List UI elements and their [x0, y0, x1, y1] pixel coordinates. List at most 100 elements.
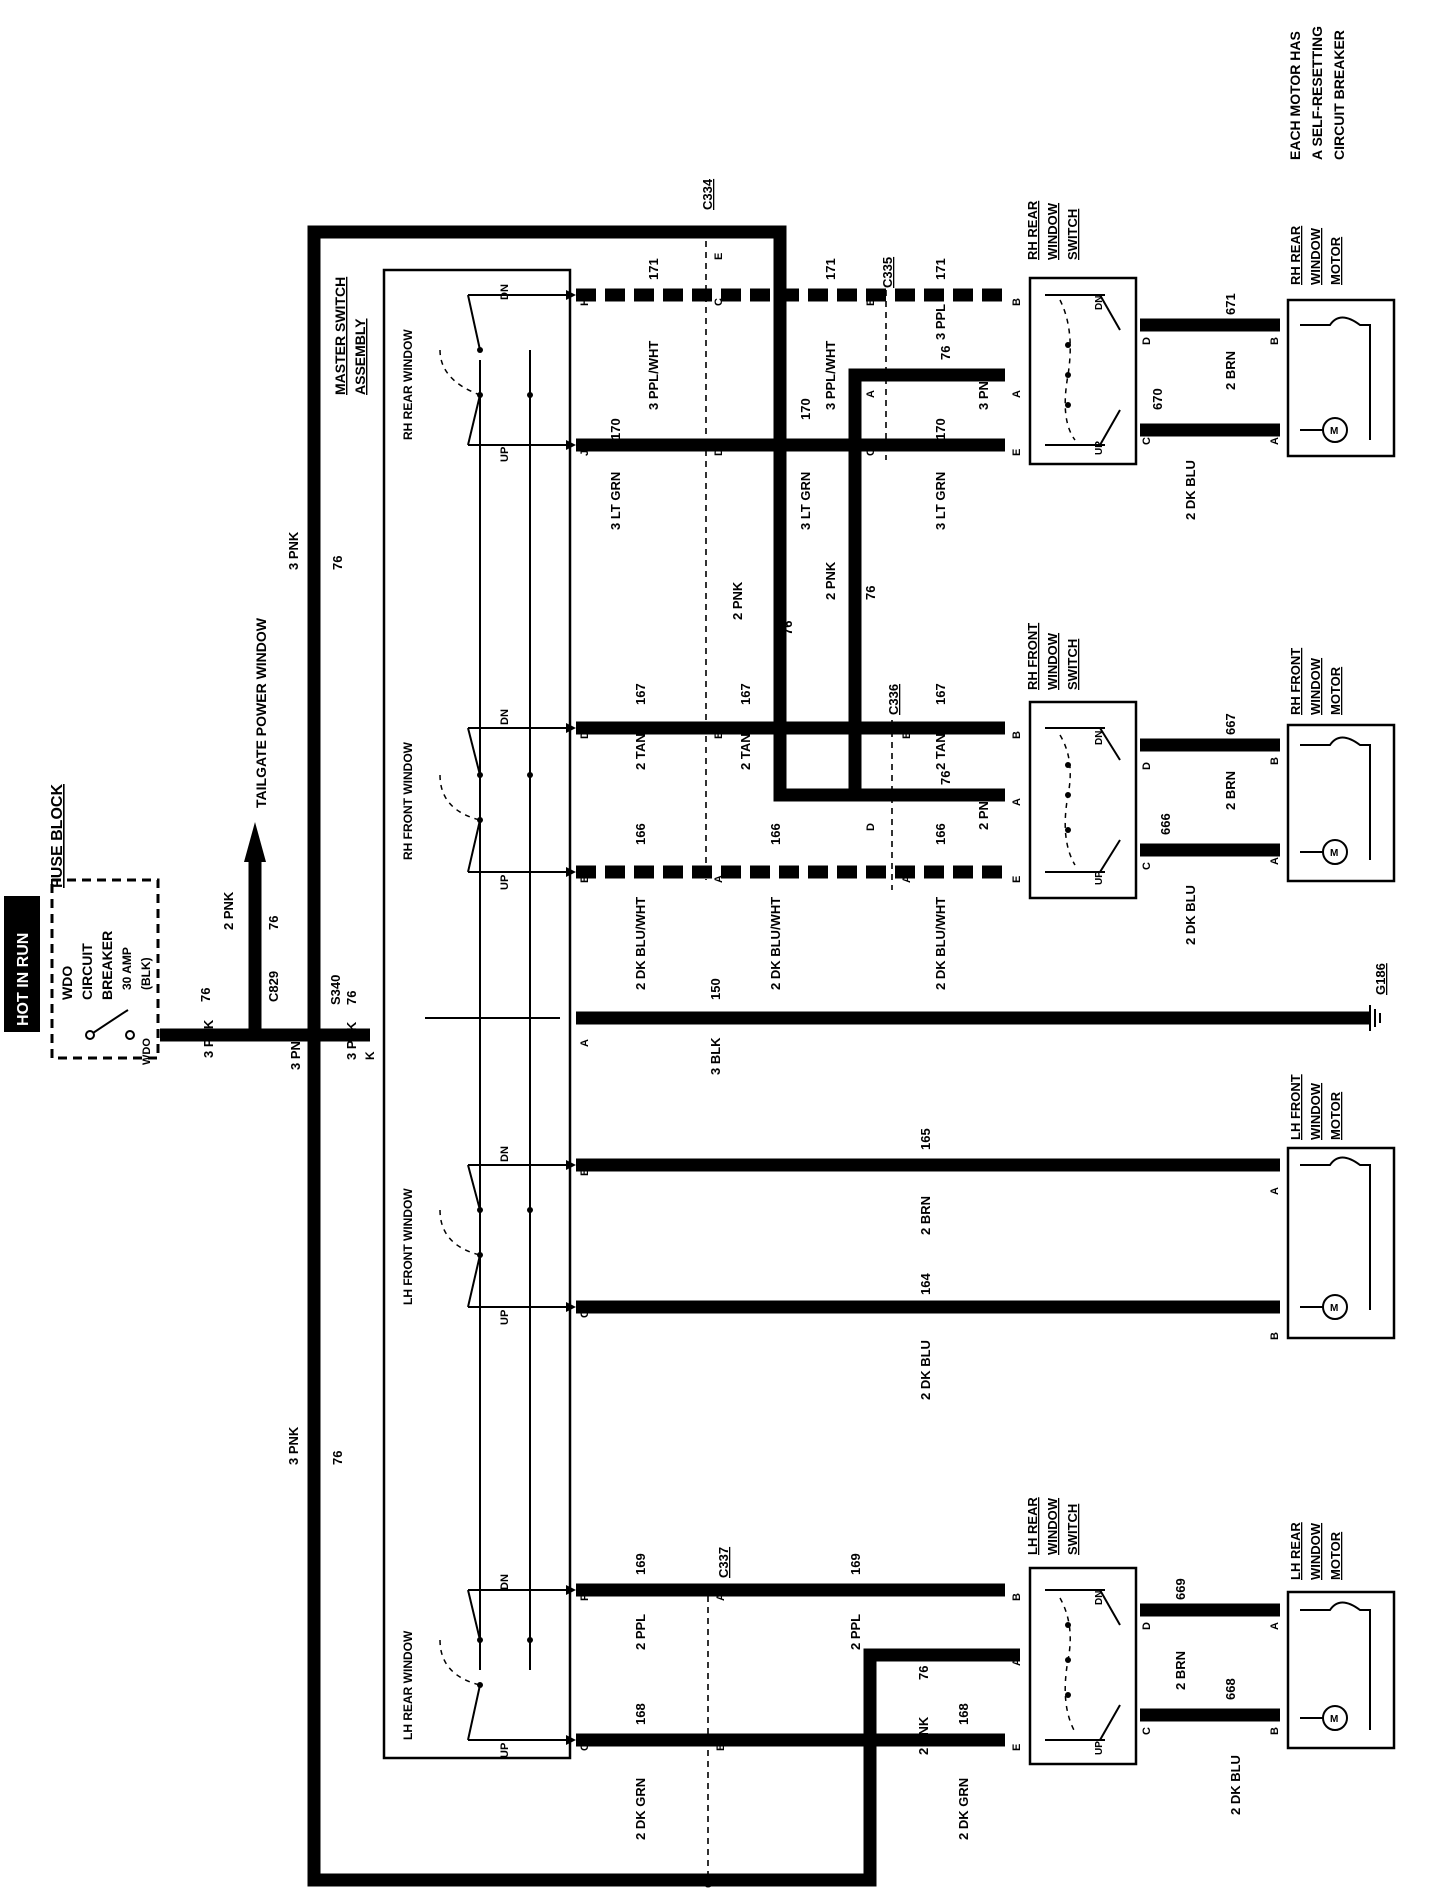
wire-170-color: 3 LT GRN [798, 472, 813, 530]
rh-front-switch-pin-a: A [1011, 798, 1023, 806]
wire-166-label: 166 [768, 823, 783, 845]
loop-wire-circuit-upper: 76 [330, 556, 345, 570]
svg-text:DN: DN [499, 709, 511, 725]
svg-text:UP: UP [499, 447, 511, 462]
ground-icon [1369, 1005, 1381, 1031]
breaker-label-circuit: CIRCUIT [79, 943, 95, 1000]
rh-rear-motor-pin-a: A [1269, 437, 1281, 445]
feed-wire-label: 3 PNK [201, 1019, 216, 1058]
hot-in-run-label: HOT IN RUN [15, 933, 32, 1026]
wire-169-label: 169 [848, 1553, 863, 1575]
c334-pin-c: C [713, 298, 725, 306]
wire-668-label: 668 [1223, 1678, 1238, 1700]
wire-165-color: 2 BRN [918, 1196, 933, 1235]
wire-668-color: 2 DK BLU [1228, 1755, 1243, 1815]
wire-150-color: 3 BLK [708, 1037, 723, 1075]
wire-168-color: 2 DK GRN [633, 1778, 648, 1840]
svg-text:DN: DN [499, 284, 511, 300]
section-rh-front: RH FRONT WINDOW [401, 741, 415, 860]
rh-rear-feed-circuit: 76 [863, 586, 878, 600]
note-line-1: EACH MOTOR HAS [1287, 31, 1303, 160]
wire-168-color: 2 DK GRN [956, 1778, 971, 1840]
pin-g: G [579, 1742, 591, 1751]
c336-pin-a: A [901, 875, 913, 883]
lh-rear-motor-title: MOTOR [1328, 1531, 1343, 1580]
rh-rear-switch-pin-a: A [1011, 390, 1023, 398]
svg-text:UP: UP [1094, 441, 1105, 455]
s340-pin-k: K [363, 1051, 377, 1060]
wire-666-label: 666 [1158, 813, 1173, 835]
lh-front-motor-title: WINDOW [1308, 1082, 1323, 1140]
rh-front-window-motor: M [1286, 723, 1396, 883]
svg-text:UP: UP [499, 1743, 511, 1758]
rh-front-window-switch: DN UP [1028, 700, 1138, 900]
lh-rear-switch-title: WINDOW [1045, 1497, 1060, 1555]
rh-loop-wire-76 [307, 225, 880, 1035]
rh-front-switch-title: WINDOW [1045, 632, 1060, 690]
c334-label: C334 [700, 178, 715, 210]
note-line-3: CIRCUIT BREAKER [1331, 30, 1347, 160]
wire-166-label: 166 [633, 823, 648, 845]
c334-pin-a: A [713, 875, 725, 883]
rh-rear-switch-pin-c: C [1141, 437, 1153, 445]
wire-171-label: 171 [646, 258, 661, 280]
rh-front-feed-color: 2 PNK [976, 791, 991, 830]
wire-671-label: 671 [1223, 293, 1238, 315]
breaker-arc-icon [89, 1009, 129, 1036]
rh-rear-motor-title: WINDOW [1308, 227, 1323, 285]
lh-rear-switch-title: LH REAR [1025, 1497, 1040, 1555]
wire-170-label: 170 [608, 418, 623, 440]
breaker-label-blk: (BLK) [139, 957, 153, 990]
wire-168-label: 168 [956, 1703, 971, 1725]
master-switch-box [382, 268, 572, 1760]
c336-pin-d: D [865, 823, 877, 831]
c337-label: C337 [716, 1547, 731, 1578]
svg-text:DN: DN [499, 1574, 511, 1590]
lh-rear-switch-pin-c: C [1141, 1727, 1153, 1735]
rh-front-switch-pin-e: E [1011, 876, 1023, 883]
svg-text:M: M [1330, 848, 1338, 859]
pin-f: F [579, 1594, 591, 1601]
master-switch-title-2: ASSEMBLY [352, 318, 368, 395]
g186-label: G186 [1373, 963, 1388, 995]
wire-166-color: 2 DK BLU/WHT [933, 897, 948, 990]
breaker-terminal-icon [85, 1030, 95, 1040]
tailgate-wire-circuit: 76 [266, 916, 281, 930]
rh-front-feed-circuit: 76 [938, 771, 953, 785]
lh-front-motor-title: MOTOR [1328, 1091, 1343, 1140]
rh-rear-window-switch: DN UP [1028, 276, 1138, 466]
svg-text:DN: DN [499, 1146, 511, 1162]
lh-rear-feed-color: 2 PNK [916, 1716, 931, 1755]
wire-171-label: 171 [823, 258, 838, 280]
section-rh-rear: RH REAR WINDOW [401, 329, 415, 440]
lh-rear-window-switch: DN UP [1028, 1566, 1138, 1766]
c335-pin-c: C [865, 448, 877, 456]
breaker-label-amp: 30 AMP [120, 947, 134, 990]
wire-164-color: 2 DK BLU [918, 1340, 933, 1400]
c335-pin-b: B [865, 298, 877, 306]
rh-rear-motor-title: RH REAR [1288, 225, 1303, 285]
rh-rear-motor-title: MOTOR [1328, 236, 1343, 285]
rh-front-switch-title: RH FRONT [1025, 623, 1040, 690]
lh-front-motor-pin-b: B [1269, 1332, 1281, 1340]
wire-166-color: 2 DK BLU/WHT [768, 897, 783, 990]
lh-front-motor-title: LH FRONT [1288, 1074, 1303, 1140]
master-switch-lh-rear: DN UP [439, 1574, 576, 1758]
lh-rear-motor-title: LH REAR [1288, 1522, 1303, 1580]
wire-167-color: 2 TAN [933, 733, 948, 770]
svg-text:M: M [1330, 1714, 1338, 1725]
svg-text:UP: UP [1094, 1741, 1105, 1755]
c334-pin-d: D [713, 448, 725, 456]
c337-pin-a: A [715, 1593, 727, 1601]
wire-167-label: 167 [633, 683, 648, 705]
loop-wire-circuit-lower: 76 [330, 1451, 345, 1465]
pin-c: C [579, 1310, 591, 1318]
breaker-label-wdo: WDO [59, 966, 75, 1000]
rh-loop-circuit: 76 [780, 621, 795, 635]
wire-167-label: 167 [933, 683, 948, 705]
wire-170-color: 3 LT GRN [608, 472, 623, 530]
wire-667-color: 2 BRN [1223, 771, 1238, 810]
wire-168-label: 168 [633, 1703, 648, 1725]
